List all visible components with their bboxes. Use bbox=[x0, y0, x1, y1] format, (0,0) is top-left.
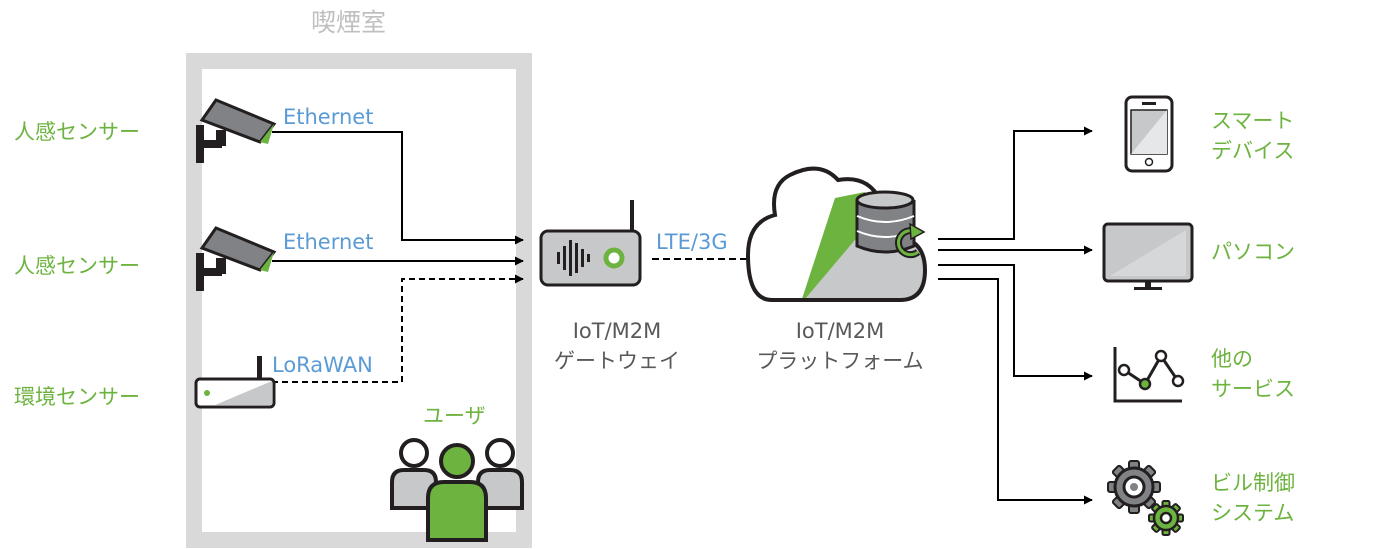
ethernet-line-1 bbox=[272, 131, 524, 245]
lorawan-line bbox=[272, 274, 524, 383]
output-label-building-control: ビル制御 システム bbox=[1211, 468, 1295, 528]
backhaul-label: LTE/3G bbox=[656, 230, 728, 254]
output-label-line1: ビル制御 bbox=[1211, 471, 1295, 495]
sensor-label-2: 人感センサー bbox=[14, 254, 140, 278]
user-label: ユーザ bbox=[423, 404, 486, 428]
sensor-label-1: 人感センサー bbox=[14, 120, 140, 144]
platform-label-line2: プラットフォーム bbox=[756, 349, 924, 373]
link-label-1: Ethernet bbox=[283, 105, 374, 129]
out-line-smart bbox=[938, 126, 1093, 240]
router-icon bbox=[539, 200, 642, 287]
gateway-label: IoT/M2M ゲートウェイ bbox=[530, 316, 704, 376]
monitor-icon bbox=[1102, 222, 1194, 290]
connection-lines bbox=[272, 126, 1093, 505]
platform-label-line1: IoT/M2M bbox=[795, 319, 885, 343]
smoking-room-title: 喫煙室 bbox=[311, 8, 387, 37]
out-line-control bbox=[938, 278, 1093, 505]
sensor-label-3: 環境センサー bbox=[14, 385, 140, 409]
gears-icon bbox=[1107, 460, 1184, 536]
users-icon bbox=[390, 438, 524, 542]
sensor-box-icon bbox=[194, 356, 276, 409]
camera-icon bbox=[196, 226, 277, 291]
output-label-line1: スマート bbox=[1211, 109, 1295, 133]
gateway-label-line1: IoT/M2M bbox=[572, 319, 662, 343]
link-label-2: Ethernet bbox=[283, 230, 374, 254]
output-label-line1: 他の bbox=[1211, 347, 1253, 371]
smoking-room-frame bbox=[186, 53, 532, 548]
output-label-pc: パソコン bbox=[1211, 237, 1295, 267]
cloud-database-icon bbox=[745, 166, 928, 302]
output-label-line2: サービス bbox=[1211, 377, 1295, 401]
output-label-line2: デバイス bbox=[1211, 139, 1295, 163]
output-label-smart-device: スマート デバイス bbox=[1211, 106, 1294, 166]
line-graph-icon bbox=[1113, 347, 1185, 403]
smartphone-icon bbox=[1124, 95, 1174, 173]
gateway-label-line2: ゲートウェイ bbox=[554, 349, 680, 373]
link-label-3: LoRaWAN bbox=[272, 353, 373, 377]
output-label-line1: パソコン bbox=[1211, 240, 1295, 264]
camera-icon bbox=[196, 98, 277, 163]
platform-label: IoT/M2M プラットフォーム bbox=[740, 316, 940, 376]
output-label-line2: システム bbox=[1211, 501, 1295, 525]
out-line-service bbox=[938, 264, 1093, 381]
output-label-other-services: 他の サービス bbox=[1211, 344, 1295, 404]
